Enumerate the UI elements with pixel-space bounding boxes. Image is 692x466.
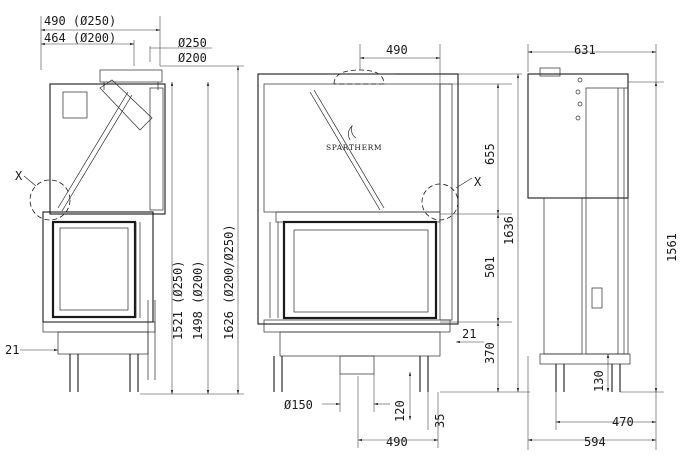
left-glass-door <box>51 220 137 319</box>
flue-diameter-label: Ø200 <box>178 51 207 65</box>
front-detail-circle <box>421 183 459 221</box>
side-port-icon <box>575 89 581 95</box>
left-top-width-label: 490 (Ø250) <box>44 14 116 28</box>
brand-flame-icon <box>348 124 357 141</box>
front-glass-door <box>282 220 438 320</box>
side-port-icon <box>577 101 583 107</box>
side-view: 631 1561 130 470 594 <box>527 43 679 450</box>
left-detail-marker: X <box>15 169 23 183</box>
front-base-frame <box>279 331 441 357</box>
front-flue-outlet <box>333 69 385 85</box>
brand-logo: SPARTHERM <box>326 143 382 152</box>
front-bottom-width-label: 490 <box>386 435 408 449</box>
front-bottom-dim-label: 35 <box>433 414 447 428</box>
front-height-label: 655 <box>483 143 497 165</box>
side-total-height-label: 1561 <box>665 233 679 262</box>
left-inspection-panel <box>62 91 88 119</box>
left-base-frame <box>57 331 149 355</box>
side-port-icon <box>575 115 581 121</box>
front-air-inlet <box>339 355 375 375</box>
front-total-height-label: 1636 <box>502 216 516 245</box>
side-bottom-width-label: 470 <box>612 415 634 429</box>
left-flue-pipe <box>99 79 153 131</box>
left-height-label: 1626 (Ø200/Ø250) <box>222 224 236 340</box>
front-detail-marker: X <box>474 175 482 189</box>
side-column <box>543 197 583 355</box>
front-bottom-dim-label: 120 <box>393 400 407 422</box>
flue-diameter-label: Ø250 <box>178 36 207 50</box>
side-upper-body <box>527 73 629 199</box>
front-side-offset-label: 21 <box>462 327 476 341</box>
side-base <box>539 353 631 365</box>
front-height-label: 501 <box>483 256 497 278</box>
left-bottom-offset-label: 21 <box>5 343 19 357</box>
side-bottom-width-label: 594 <box>584 435 606 449</box>
left-detail-circle <box>29 179 71 221</box>
front-top-width-label: 490 <box>386 43 408 57</box>
front-height-label: 370 <box>483 342 497 364</box>
front-view: SPARTHERM X 490 <box>257 43 530 449</box>
side-bottom-height-label: 130 <box>592 370 606 392</box>
side-port-icon <box>577 77 583 83</box>
air-inlet-label: Ø150 <box>284 398 313 412</box>
left-flue-collar <box>99 69 163 83</box>
left-top-width-label: 464 (Ø200) <box>44 31 116 45</box>
left-upper-body <box>49 83 166 215</box>
left-height-label: 1521 (Ø250) <box>171 261 185 340</box>
left-view: X 490 (Ø250) 464 (Ø200) Ø250 Ø200 1521 (… <box>5 14 244 395</box>
side-rear-panel <box>585 87 629 355</box>
side-top-width-label: 631 <box>574 43 596 57</box>
left-height-label: 1498 (Ø200) <box>191 261 205 340</box>
front-door-arm <box>309 91 381 211</box>
